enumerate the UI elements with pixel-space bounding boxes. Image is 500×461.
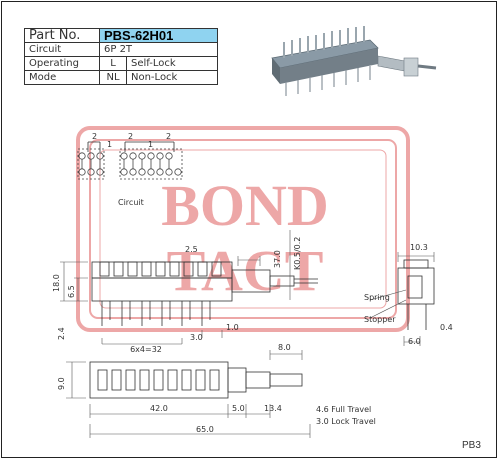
spec-row-part-no: Part No. PBS-62H01 (24, 28, 218, 43)
dim-side-pin-width: 0.4 (440, 323, 453, 332)
dim-pin-right: 1.0 (226, 323, 239, 332)
label-spring: Spring (364, 293, 390, 302)
circuit-contacts (77, 148, 183, 180)
dim-side-pin-depth: 6.0 (408, 337, 421, 346)
dim-pin-offset: 3.0 (190, 333, 203, 342)
dim-height-inner: 6.5 (67, 285, 76, 298)
mode-label: Mode (24, 70, 100, 85)
note-full-travel: 4.6 Full Travel (316, 405, 371, 414)
watermark-line1: BOND (161, 173, 329, 238)
label-stopper: Stopper (364, 315, 396, 324)
watermark: BOND TACT (76, 126, 410, 332)
dim-height-total: 18.0 (52, 274, 61, 292)
pin-number: 2 (128, 132, 133, 141)
product-render (271, 26, 437, 96)
pin-number: 2 (92, 132, 97, 141)
dim-pin-left: 2.4 (57, 327, 66, 340)
dim-overall-length: 65.0 (196, 425, 214, 434)
dim-bottom-len1: 42.0 (150, 404, 168, 413)
dim-button-travel: 37.0 (273, 250, 282, 268)
pin-number: 1 (148, 140, 153, 149)
note-lock-travel: 3.0 Lock Travel (316, 417, 376, 426)
dim-bottom-len2: 5.0 (232, 404, 245, 413)
dim-pin-pitch: 6x4=32 (130, 345, 162, 354)
front-view-pins (101, 301, 211, 326)
pin-number: 1 (107, 140, 112, 149)
spec-row-operating: Operating L Self-Lock (24, 56, 218, 71)
dim-bottom-height: 9.0 (57, 377, 66, 390)
bottom-view-slots (97, 369, 220, 391)
dim-bottom-len3: 13.4 (264, 404, 282, 413)
circuit-diagram: 2 1 2 1 2 Circuit (77, 132, 183, 207)
render-pins-bottom (285, 66, 371, 96)
spec-row-mode: Mode NL Non-Lock (24, 70, 218, 85)
dim-pitch-top: 2.5 (185, 245, 198, 254)
dim-side-width: 10.3 (410, 243, 428, 252)
dim-lever-note: K0.5/0.2 (293, 237, 302, 270)
side-view: 10.3 Spring Stopper 0.4 6.0 (364, 243, 453, 346)
spec-table: Part No. PBS-62H01 Circuit 6P 2T Operati… (24, 28, 218, 85)
pin-number: 2 (166, 132, 171, 141)
front-view: 2.5 18.0 6.5 2.4 6x4=32 3.0 1.0 37.0 K0.… (52, 230, 318, 354)
dim-bottom-len4: 8.0 (278, 343, 291, 352)
bottom-view: 9.0 42.0 5.0 13.4 8.0 65.0 4.6 Full Trav… (57, 343, 376, 438)
page-code: PB3 (462, 440, 481, 451)
render-pins-top (283, 26, 365, 58)
front-view-slots (99, 261, 222, 277)
non-lock-text: Non-Lock (126, 70, 218, 85)
circuit-caption: Circuit (118, 198, 144, 207)
